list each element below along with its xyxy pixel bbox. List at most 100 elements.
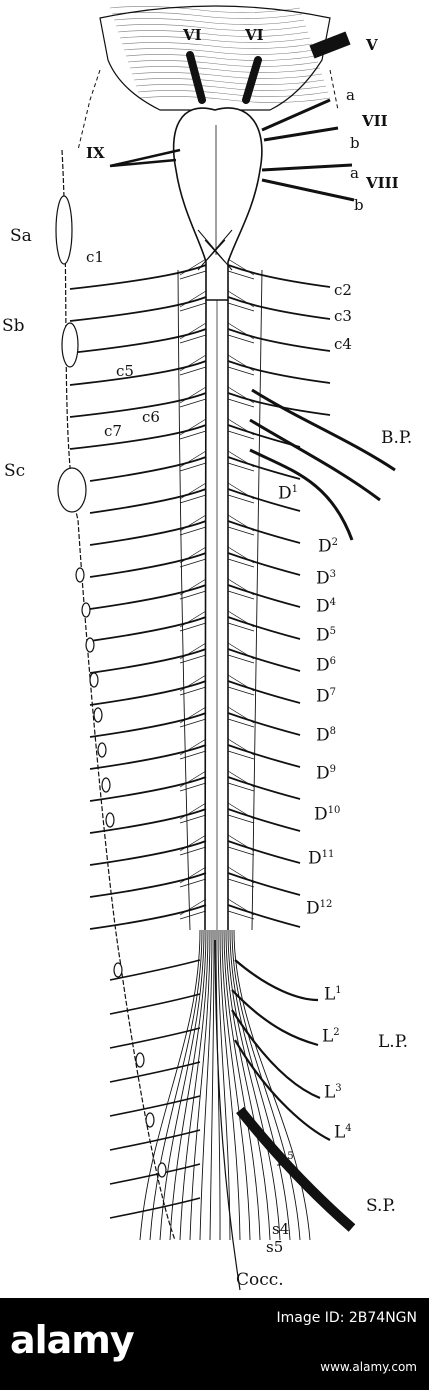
left-spinal-nerve xyxy=(89,456,207,482)
hatch-line xyxy=(111,12,303,19)
hatch-line xyxy=(139,96,331,103)
left-lower-nerve xyxy=(109,1095,201,1117)
hatch-line xyxy=(115,24,307,31)
label-cranial-viii-a: a xyxy=(350,164,359,182)
nerve-rootlets xyxy=(179,674,255,696)
label-s5: s5 xyxy=(266,1238,284,1256)
label-s4: s4 xyxy=(272,1220,290,1238)
left-spinal-nerve xyxy=(89,616,207,642)
label-cranial-v: V xyxy=(366,36,378,54)
right-spinal-nerve xyxy=(227,680,301,704)
label-c5: c5 xyxy=(116,362,134,380)
nerve-rootlets xyxy=(179,482,255,504)
label-c3: c3 xyxy=(334,307,352,325)
cauda-strand xyxy=(169,929,207,1241)
label-d2: D2 xyxy=(318,536,339,557)
spinal-cord-illustration: VI VI V a VII b a VIII b IX Sa Sb Sc c1 … xyxy=(2,5,413,1291)
right-spinal-nerve xyxy=(227,712,301,736)
cauda-strand xyxy=(209,929,215,1241)
right-spinal-nerve xyxy=(227,808,301,832)
label-cranial-vi-right: VI xyxy=(245,26,264,44)
nerve-rootlets xyxy=(179,898,255,920)
label-cranial-vi-left: VI xyxy=(183,26,202,44)
nerve-rootlets xyxy=(179,770,255,792)
nerve-rootlets xyxy=(179,706,255,728)
left-lower-nerve xyxy=(109,1197,201,1219)
nerve-rootlets xyxy=(179,834,255,856)
nerve-rootlets xyxy=(179,642,255,664)
label-d8: D8 xyxy=(316,725,337,746)
right-spinal-nerve xyxy=(227,616,301,640)
sympathetic-ganglion xyxy=(57,467,87,513)
cauda-strand xyxy=(219,929,241,1241)
label-coccygeal: Cocc. xyxy=(236,1270,284,1290)
label-d11: D11 xyxy=(308,848,335,869)
label-d12: D12 xyxy=(306,898,333,919)
brainstem-shading xyxy=(77,5,339,151)
label-cranial-ix: IX xyxy=(86,144,105,162)
sympathetic-ganglion xyxy=(61,322,79,368)
right-spinal-nerve xyxy=(227,872,301,896)
hatch-line xyxy=(135,84,327,91)
brainstem-outline xyxy=(99,5,331,111)
lumbar-plexus-nerves xyxy=(231,959,331,1141)
sacral-plexus-trunk xyxy=(236,1106,356,1232)
hatch-line xyxy=(109,6,301,13)
left-spinal-nerve xyxy=(69,296,207,322)
filum-terminale xyxy=(214,939,241,1291)
left-lower-nerve xyxy=(109,1163,201,1185)
right-spinal-nerve xyxy=(227,264,331,288)
hatch-line xyxy=(125,54,317,61)
brachial-plexus-trunks xyxy=(249,388,396,541)
sympathetic-ganglion xyxy=(93,707,103,723)
cord-outline xyxy=(204,299,229,931)
right-spinal-nerve xyxy=(227,328,331,352)
brainstem-dashed-outline xyxy=(77,69,339,151)
sympathetic-ganglion xyxy=(81,602,91,618)
nerve-rootlets xyxy=(179,738,255,760)
label-sacral-plexus: S.P. xyxy=(366,1196,396,1216)
left-spinal-nerve xyxy=(89,520,207,546)
left-spinal-nerve xyxy=(89,488,207,514)
left-spinal-nerve xyxy=(69,328,207,354)
cauda-strand xyxy=(233,929,311,1241)
left-spinal-nerve xyxy=(89,808,207,834)
label-lumbar-plexus: L.P. xyxy=(378,1032,409,1052)
nerve-rootlets xyxy=(179,514,255,536)
left-dura-line xyxy=(177,269,191,931)
pyramidal-decussation xyxy=(197,229,233,271)
right-spinal-nerve xyxy=(227,392,331,416)
label-d4: D4 xyxy=(316,596,337,617)
hatch-line xyxy=(119,36,311,43)
right-spinal-nerve xyxy=(227,648,301,672)
label-c7: c7 xyxy=(104,422,122,440)
cauda-strand xyxy=(227,929,281,1241)
label-sb: Sb xyxy=(2,316,25,336)
cauda-strand xyxy=(217,929,231,1241)
label-l4: L4 xyxy=(334,1122,352,1143)
left-spinal-nerve xyxy=(89,584,207,610)
label-d10: D10 xyxy=(314,804,341,825)
cauda-strand xyxy=(199,929,213,1241)
label-cranial-vii: VII xyxy=(362,112,388,130)
cauda-strand xyxy=(149,929,203,1241)
left-spinal-nerve xyxy=(89,648,207,674)
hatch-line xyxy=(129,66,321,73)
left-lower-nerve xyxy=(109,1129,201,1151)
label-d6: D6 xyxy=(316,655,337,676)
right-spinal-nerve xyxy=(227,296,331,320)
cauda-strand xyxy=(179,929,209,1241)
right-spinal-nerve xyxy=(227,520,301,544)
auditory-nerve xyxy=(261,163,355,202)
cauda-strand xyxy=(189,929,211,1241)
spinal-cord xyxy=(139,107,311,1291)
sympathetic-ganglion xyxy=(97,742,107,758)
nerve-rootlets xyxy=(179,450,255,472)
label-d1: D1 xyxy=(278,483,299,504)
sympathetic-ganglion xyxy=(89,672,99,688)
left-lower-nerve xyxy=(109,959,201,981)
left-spinal-nerve xyxy=(89,712,207,738)
label-cranial-vii-a: a xyxy=(346,86,355,104)
right-spinal-nerve xyxy=(227,456,301,480)
nerve-rootlets xyxy=(179,802,255,824)
